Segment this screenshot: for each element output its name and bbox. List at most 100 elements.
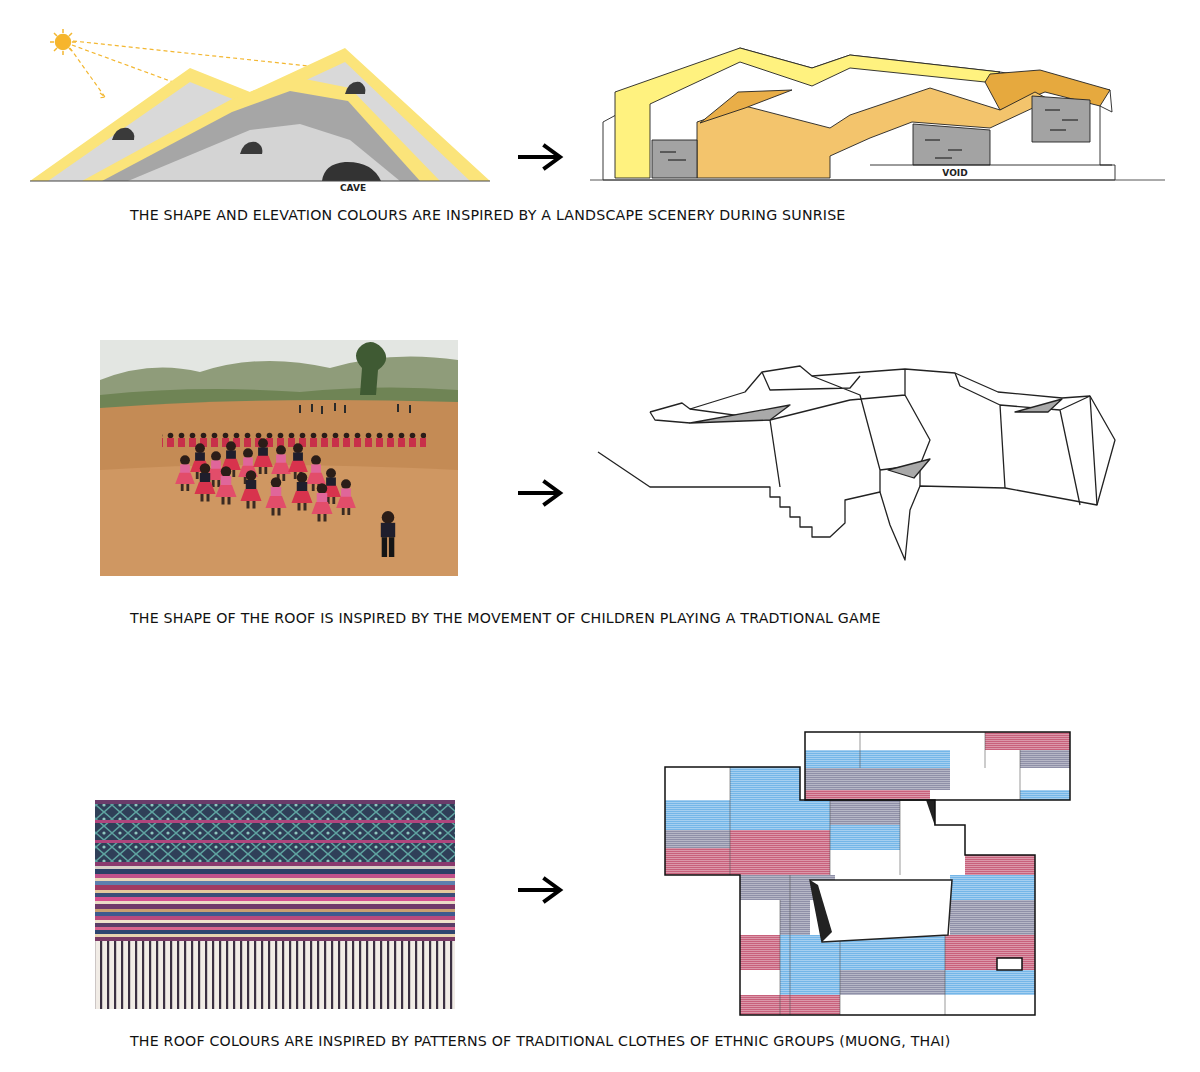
building-elevation: [590, 48, 1165, 180]
textile-photo-part: [95, 923, 455, 927]
children-game-photo-part: [253, 438, 273, 474]
plan-outline: [665, 767, 1035, 1015]
rock-shape: [345, 82, 365, 94]
textile-photo-part: [95, 927, 455, 930]
children-game-photo: [100, 340, 458, 576]
textile-photo-part: [95, 920, 455, 923]
children-game-photo-part-part: [382, 511, 395, 524]
mountain-layer: [82, 76, 440, 181]
textile-photo-part: [95, 885, 455, 890]
void-line: [870, 165, 1112, 166]
children-game-photo-part: [356, 342, 386, 395]
children-game-photo-part: [336, 479, 356, 515]
plan-outline: [805, 732, 1070, 800]
children-game-photo-part: [292, 472, 313, 510]
textile-photo-part: [95, 897, 455, 901]
transition-arrow-part: [520, 888, 556, 892]
texture-hatch: [665, 732, 1070, 1015]
window-block: [913, 124, 990, 165]
transition-arrow-part: [520, 491, 556, 495]
children-game-photo-part-part: [382, 537, 387, 557]
textile-photo-part: [95, 890, 455, 893]
cell-lines: [730, 732, 1020, 1015]
cave-shape: [322, 162, 381, 181]
landscape-illustration: [30, 29, 490, 181]
roof-shadow: [690, 405, 790, 423]
children-game-photo-part-part: [389, 537, 394, 557]
cave-label: CAVE: [340, 183, 366, 193]
children-game-photo-part: [300, 403, 410, 414]
textile-photo-part: [95, 878, 455, 881]
mountain-layer: [30, 48, 490, 181]
textile-photo-part: [95, 909, 455, 912]
ground-line: [30, 181, 490, 182]
children-game-photo-part: [100, 465, 458, 576]
children-game-photo-part: [381, 511, 395, 557]
mountain-layer: [128, 124, 400, 181]
elevation-panel: [700, 90, 792, 123]
caption-text: THE SHAPE AND ELEVATION COLOURS ARE INSP…: [130, 207, 846, 223]
ground-line: [590, 180, 1165, 181]
void-shadow: [810, 880, 832, 942]
roof-outline: [598, 366, 1115, 560]
textile-photo-part: [95, 800, 455, 804]
transition-arrow-part: [520, 155, 556, 159]
children-game-photo-part: [271, 445, 291, 481]
roof-plan: [665, 732, 1070, 1015]
window-mullions: [660, 110, 1078, 160]
textile-photo-part: [95, 881, 455, 885]
textile-photo-part: [95, 893, 455, 897]
roof-edges: [650, 369, 1097, 505]
textile-photo-part: [95, 862, 455, 866]
skylight: [997, 958, 1022, 970]
window-block: [652, 140, 697, 178]
textile-photo-part: [95, 840, 455, 843]
children-game-photo-part: [241, 470, 262, 508]
roof-colour-cell: [665, 732, 1070, 1015]
textile-photo-part: [95, 820, 455, 823]
textile-photo-part: [95, 930, 455, 934]
rock-shape: [112, 128, 134, 140]
sun-symbol: [50, 29, 76, 55]
roof-colour-cell-part: [665, 732, 1070, 1015]
textile-photo-part: [95, 904, 455, 909]
children-game-photo-part: [312, 483, 333, 521]
children-game-photo-part: [216, 466, 237, 504]
textile-photo-part: [95, 912, 455, 916]
textile-photo-part: [95, 916, 455, 920]
roof-sketch: [598, 366, 1115, 560]
rock-shape: [240, 142, 262, 154]
void-label: VOID: [942, 168, 967, 178]
textile-photo: [95, 800, 455, 1009]
textile-photo-part: [95, 800, 455, 862]
window-block: [1032, 96, 1090, 142]
children-game-photo-part: [195, 463, 216, 501]
void-opening: [810, 880, 952, 942]
transition-arrow: [520, 146, 560, 901]
children-game-photo-part: [100, 340, 458, 576]
textile-photo-part: [95, 934, 455, 937]
sun-symbol-part: [56, 35, 71, 50]
textile-photo-part: [95, 901, 455, 904]
elevation-panel: [697, 88, 1050, 178]
textile-photo-part: [95, 866, 455, 869]
transition-arrow-part: [545, 146, 560, 168]
sun-rays-part: [73, 41, 327, 68]
mountain-layer: [102, 91, 420, 181]
textile-photo-part: [95, 874, 455, 878]
transition-arrow-part: [545, 482, 560, 504]
textile-photo-part: [95, 937, 455, 941]
textile-photo-part: [95, 869, 455, 874]
elevation-body: [603, 48, 1115, 180]
children-game-photo-part: [266, 477, 287, 515]
plan-shadow: [926, 800, 935, 826]
roof-shadow: [888, 459, 930, 478]
children-game-photo-part: [100, 400, 458, 576]
children-game-photo-part: [175, 455, 195, 491]
sun-symbol-part: [50, 29, 76, 55]
sun-rays-part: [99, 93, 105, 98]
roof-shadow: [1015, 399, 1062, 412]
